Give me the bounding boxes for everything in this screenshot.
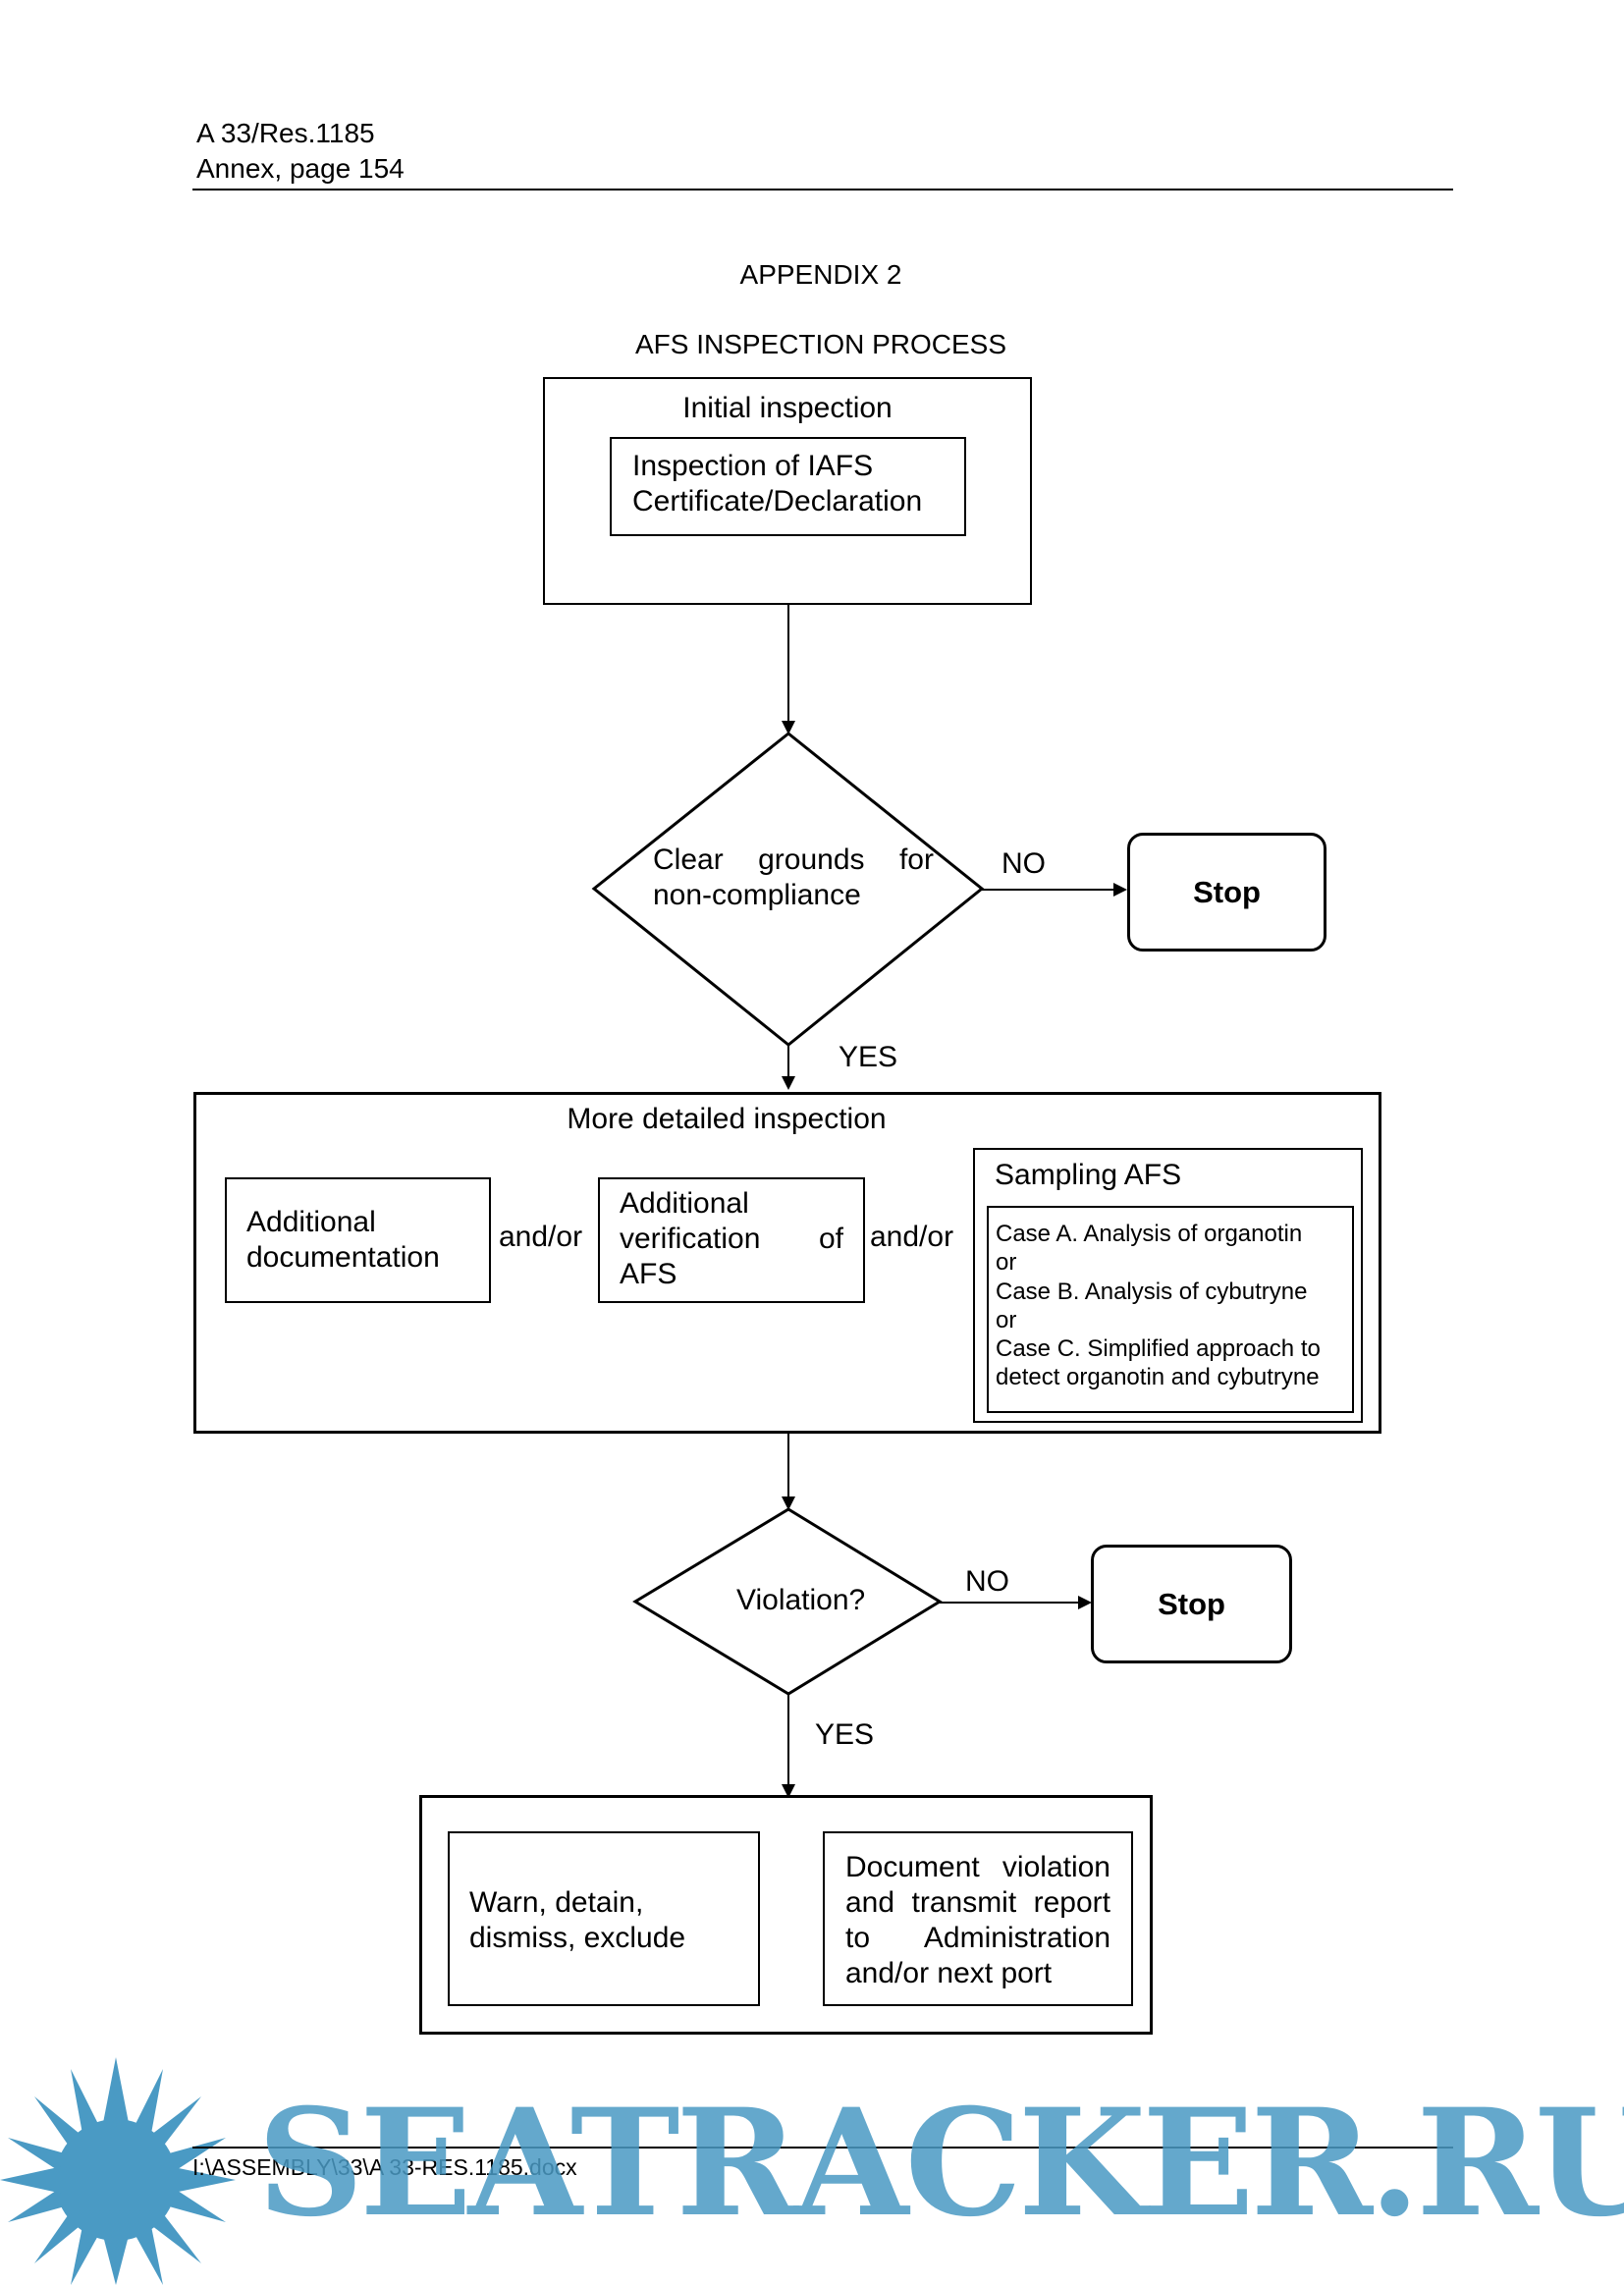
word-clear: Clear	[653, 843, 724, 876]
warn-detain-box: Warn, detain, dismiss, exclude	[448, 1831, 760, 2006]
stop-box-1: Stop	[1127, 833, 1326, 952]
decision-grounds-line-1: Clear grounds for	[653, 843, 934, 878]
word-grounds: grounds	[758, 843, 865, 876]
sampling-afs-heading: Sampling AFS	[995, 1159, 1182, 1191]
header-rule	[192, 189, 1453, 190]
sampling-afs-box: Sampling AFS Case A. Analysis of organot…	[973, 1148, 1363, 1423]
case-c-line-2: detect organotin and cybutryne	[996, 1364, 1320, 1390]
no-label-2: NO	[965, 1565, 1009, 1598]
warn-line-2: dismiss, exclude	[469, 1922, 686, 1954]
yes-label-2: YES	[815, 1718, 875, 1751]
report-line-1: Document violation	[845, 1851, 1110, 1883]
documentation-line-1: Additional	[246, 1206, 376, 1238]
initial-inspection-heading: Initial inspection	[682, 392, 893, 424]
seatracker-watermark: SEATRACKER.RU	[257, 2080, 1624, 2247]
appendix-title: APPENDIX 2	[739, 259, 902, 290]
additional-verification-box: Additional verification of AFS	[598, 1177, 865, 1303]
verification-line-3: AFS	[620, 1258, 677, 1290]
detailed-inspection-heading: More detailed inspection	[567, 1103, 887, 1135]
document-violation-box: Document violation and transmit report t…	[823, 1831, 1133, 2006]
sampling-cases-box: Case A. Analysis of organotin or Case B.…	[987, 1206, 1354, 1413]
verification-line-1: Additional	[620, 1187, 749, 1220]
warn-line-1: Warn, detain,	[469, 1886, 644, 1919]
violation-question: Violation?	[736, 1584, 866, 1616]
no-label-1: NO	[1001, 847, 1046, 880]
word-administration: Administration	[923, 1922, 1110, 1954]
report-line-3: to Administration	[845, 1921, 1110, 1956]
footer-file-path: I:\ASSEMBLY\33\A 33-RES.1185.docx	[192, 2154, 577, 2180]
sun-logo-watermark	[0, 2057, 236, 2285]
certificate-line-1: Inspection of IAFS	[632, 450, 874, 482]
word-to: to	[845, 1922, 871, 1954]
documentation-line-2: documentation	[246, 1241, 440, 1274]
page-reference: Annex, page 154	[196, 153, 405, 184]
and-or-connector-1: and/or	[499, 1221, 583, 1253]
yes-label-1: YES	[839, 1041, 898, 1073]
doc-reference: A 33/Res.1185	[196, 118, 375, 148]
detailed-inspection-box: More detailed inspection Additional docu…	[193, 1092, 1381, 1434]
decision-grounds-line-2: non-compliance	[653, 879, 861, 911]
word-verification: verification	[620, 1223, 761, 1255]
initial-inspection-box: Initial inspection Inspection of IAFS Ce…	[543, 377, 1032, 605]
certificate-line-2: Certificate/Declaration	[632, 485, 923, 517]
additional-documentation-box: Additional documentation	[225, 1177, 491, 1303]
case-b: Case B. Analysis of cybutryne	[996, 1279, 1308, 1305]
case-a: Case A. Analysis of organotin	[996, 1221, 1303, 1247]
report-line-2: and transmit report	[845, 1886, 1110, 1919]
actions-box: Warn, detain, dismiss, exclude Document …	[419, 1795, 1153, 2035]
word-for: for	[898, 843, 934, 876]
verification-line-2: verification of	[620, 1222, 843, 1257]
certificate-inspection-box: Inspection of IAFS Certificate/Declarati…	[610, 437, 966, 536]
word-of: of	[818, 1223, 843, 1255]
report-line-4: and/or next port	[845, 1957, 1053, 1989]
stop-box-2: Stop	[1091, 1545, 1292, 1663]
or-2: or	[996, 1307, 1017, 1333]
process-title: AFS INSPECTION PROCESS	[634, 329, 1007, 359]
case-c-line-1: Case C. Simplified approach to	[996, 1335, 1321, 1362]
or-1: or	[996, 1249, 1017, 1276]
footer-rule	[192, 2147, 1453, 2149]
and-or-connector-2: and/or	[870, 1221, 954, 1253]
